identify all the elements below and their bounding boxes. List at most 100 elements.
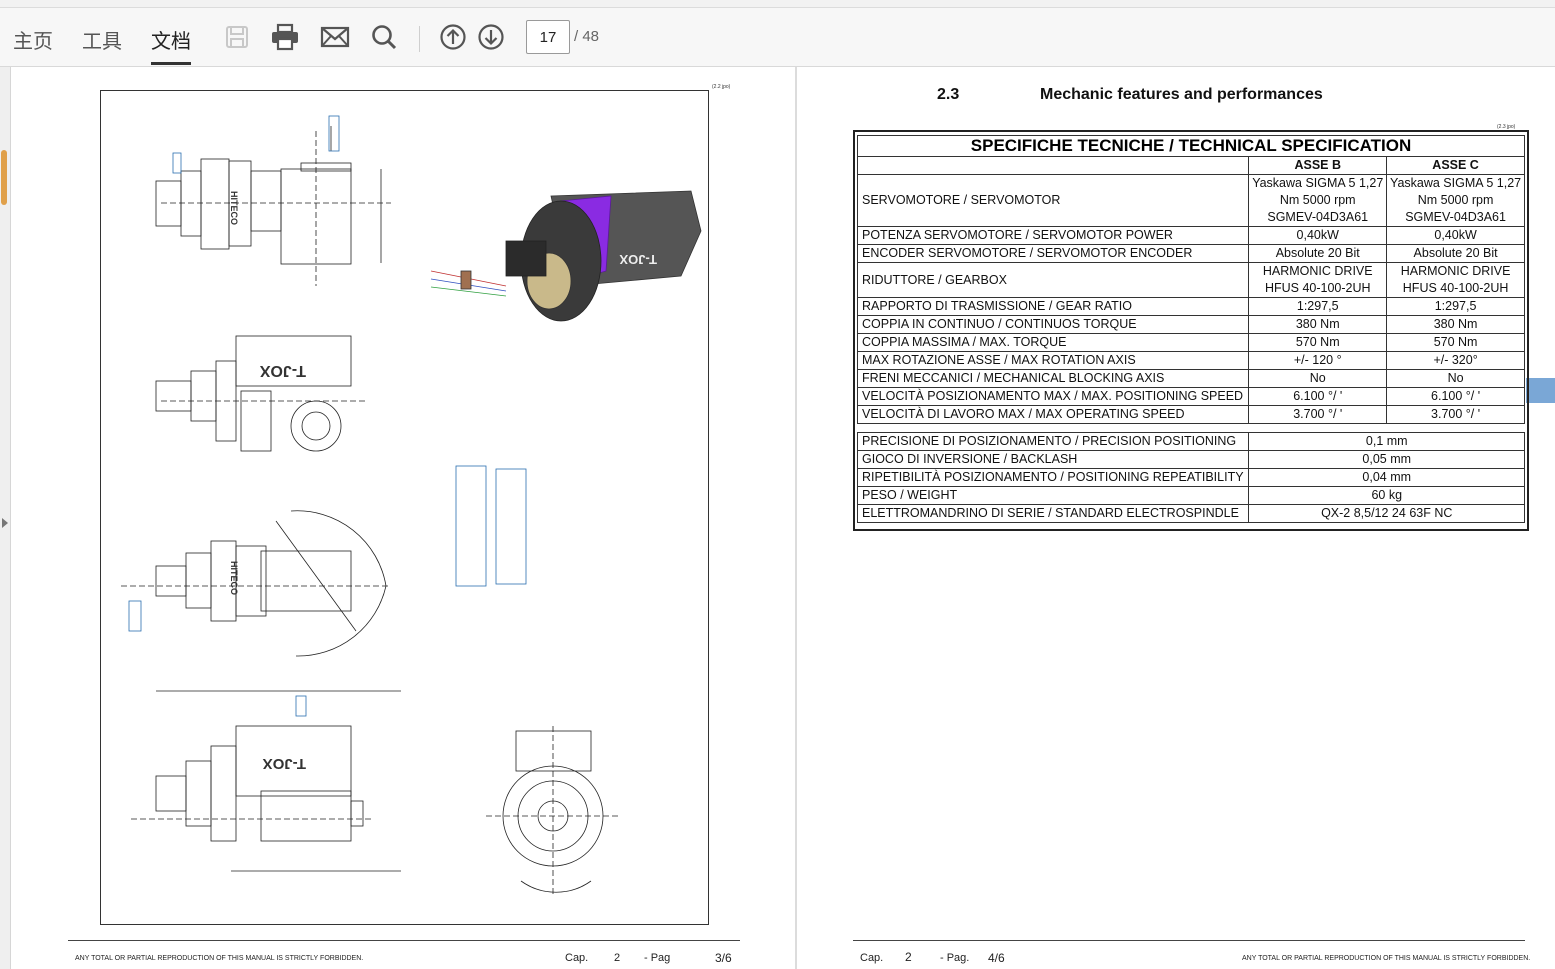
page-down-icon bbox=[478, 24, 504, 50]
toolbar-separator bbox=[419, 26, 420, 52]
spec-label: PRECISIONE DI POSIZIONAMENTO / PRECISION… bbox=[856, 432, 1250, 451]
print-button[interactable] bbox=[268, 20, 302, 54]
previous-page-button[interactable] bbox=[436, 20, 470, 54]
drawing-note-box bbox=[455, 465, 487, 587]
spec-label: MAX ROTAZIONE ASSE / MAX ROTATION AXIS bbox=[856, 351, 1250, 370]
spec-row: VELOCITÀ DI LAVORO MAX / MAX OPERATING S… bbox=[856, 405, 1525, 424]
spec-value-b: No bbox=[1248, 369, 1388, 388]
drawing-brand-label: T-JOX bbox=[619, 252, 657, 267]
right-footer-rule bbox=[853, 940, 1525, 941]
spec-label: RAPPORTO DI TRASMISSIONE / GEAR RATIO bbox=[856, 297, 1250, 316]
spec-label: RIPETIBILITÀ POSIZIONAMENTO / POSITIONIN… bbox=[856, 468, 1250, 487]
left-footer-rule bbox=[68, 940, 740, 941]
spec-value-line: SGMEV-04D3A61 bbox=[1405, 210, 1506, 224]
email-button[interactable] bbox=[318, 20, 352, 54]
left-footer-page: 3/6 bbox=[715, 951, 732, 965]
technical-spec-table: SPECIFICHE TECNICHE / TECHNICAL SPECIFIC… bbox=[853, 130, 1529, 531]
spec-table-secondary: PRECISIONE DI POSIZIONAMENTO / PRECISION… bbox=[856, 432, 1525, 523]
spec-row: VELOCITÀ POSIZIONAMENTO MAX / MAX. POSIT… bbox=[856, 387, 1525, 406]
spec-value-b: +/- 120 ° bbox=[1248, 351, 1388, 370]
side-scroll-thumb[interactable] bbox=[1, 150, 7, 205]
spec-col-b: ASSE B bbox=[1248, 156, 1388, 175]
spec-value-b: 0,40kW bbox=[1248, 226, 1388, 245]
spec-value-c: Absolute 20 Bit bbox=[1386, 244, 1525, 263]
spec-label: SERVOMOTORE / SERVOMOTOR bbox=[856, 174, 1250, 227]
spec-value-line: HFUS 40-100-2UH bbox=[1402, 281, 1509, 295]
spec-row: FRENI MECCANICI / MECHANICAL BLOCKING AX… bbox=[856, 369, 1525, 388]
search-button[interactable] bbox=[367, 20, 401, 54]
drawing-view-side bbox=[155, 115, 391, 286]
spec-row: MAX ROTAZIONE ASSE / MAX ROTATION AXIS+/… bbox=[856, 351, 1525, 370]
next-page-button[interactable] bbox=[474, 20, 508, 54]
spec-value-c: 6.100 °/ ' bbox=[1386, 387, 1525, 406]
tab-tools[interactable]: 工具 bbox=[82, 29, 122, 53]
section-title: Mechanic features and performances bbox=[1040, 86, 1323, 103]
spec-value-line: SGMEV-04D3A61 bbox=[1267, 210, 1369, 224]
spec-row: ENCODER SERVOMOTORE / SERVOMOTOR ENCODER… bbox=[856, 244, 1525, 263]
spec-label: FRENI MECCANICI / MECHANICAL BLOCKING AX… bbox=[856, 369, 1250, 388]
spec-row: ELETTROMANDRINO DI SERIE / STANDARD ELEC… bbox=[856, 504, 1525, 523]
spec-label: VELOCITÀ POSIZIONAMENTO MAX / MAX. POSIT… bbox=[856, 387, 1250, 406]
spec-value: QX-2 8,5/12 24 63F NC bbox=[1248, 504, 1525, 523]
technical-drawing-frame: T-JOX T-JOX T-JOX HITECO HITECO bbox=[100, 90, 709, 925]
spec-label: ENCODER SERVOMOTORE / SERVOMOTOR ENCODER bbox=[856, 244, 1250, 263]
spec-header-blank bbox=[856, 156, 1250, 175]
spec-value-line: HARMONIC DRIVE bbox=[1262, 264, 1373, 278]
save-icon bbox=[226, 26, 248, 48]
spec-col-c: ASSE C bbox=[1386, 156, 1525, 175]
menu-bar bbox=[0, 0, 1555, 8]
left-footer-disclaimer: ANY TOTAL OR PARTIAL REPRODUCTION OF THI… bbox=[75, 955, 364, 962]
section-number: 2.3 bbox=[937, 86, 960, 103]
right-footer-page: 4/6 bbox=[988, 951, 1005, 965]
spec-row: SERVOMOTORE / SERVOMOTOR Yaskawa SIGMA 5… bbox=[856, 174, 1525, 227]
spec-value-c: No bbox=[1386, 369, 1525, 388]
spec-label: ELETTROMANDRINO DI SERIE / STANDARD ELEC… bbox=[856, 504, 1250, 523]
mail-icon bbox=[320, 26, 350, 48]
spec-value-b: 570 Nm bbox=[1248, 333, 1388, 352]
spec-value-c: 570 Nm bbox=[1386, 333, 1525, 352]
spec-table-title: SPECIFICHE TECNICHE / TECHNICAL SPECIFIC… bbox=[857, 135, 1525, 157]
spec-label: COPPIA IN CONTINUO / CONTINUOS TORQUE bbox=[856, 315, 1250, 334]
spec-value-b: Absolute 20 Bit bbox=[1248, 244, 1388, 263]
spec-label: POTENZA SERVOMOTORE / SERVOMOTOR POWER bbox=[856, 226, 1250, 245]
drawing-3d-render bbox=[430, 190, 702, 322]
spec-value-b: 3.700 °/ ' bbox=[1248, 405, 1388, 424]
side-tab-button[interactable] bbox=[1526, 378, 1555, 403]
tab-home[interactable]: 主页 bbox=[13, 29, 53, 53]
tab-document[interactable]: 文档 bbox=[151, 29, 191, 53]
drawing-brand-label: T-JOX bbox=[259, 362, 306, 379]
expand-panel-arrow-icon[interactable] bbox=[2, 518, 8, 528]
drawing-view-front bbox=[131, 690, 401, 872]
left-footer-pag-label: - Pag bbox=[644, 952, 671, 964]
spec-label: GIOCO DI INVERSIONE / BACKLASH bbox=[856, 450, 1250, 469]
technical-drawing: T-JOX T-JOX T-JOX HITECO HITECO bbox=[121, 115, 702, 896]
spec-value-line: Nm 5000 rpm bbox=[1279, 193, 1356, 207]
page-number-input[interactable]: 17 bbox=[526, 20, 570, 54]
spec-table-main: ASSE B ASSE C SERVOMOTORE / SERVOMOTOR Y… bbox=[856, 156, 1525, 424]
save-button[interactable] bbox=[220, 20, 254, 54]
drawing-view-top bbox=[155, 335, 366, 452]
drawing-view-end bbox=[486, 726, 621, 896]
left-ref-tag: (2.2 jpo) bbox=[712, 84, 731, 90]
spec-row: PRECISIONE DI POSIZIONAMENTO / PRECISION… bbox=[856, 432, 1525, 451]
spec-value: 0,04 mm bbox=[1248, 468, 1525, 487]
right-footer-cap-label: Cap. bbox=[860, 952, 884, 964]
drawing-motor-brand-label: HITECO bbox=[229, 191, 239, 225]
drawing-view-rotation bbox=[121, 510, 391, 657]
spec-header-row: ASSE B ASSE C bbox=[856, 156, 1525, 175]
spec-label: VELOCITÀ DI LAVORO MAX / MAX OPERATING S… bbox=[856, 405, 1250, 424]
page-up-icon bbox=[440, 24, 466, 50]
spec-value-line: Yaskawa SIGMA 5 1,27 bbox=[1252, 176, 1384, 190]
drawing-brand-label: T-JOX bbox=[263, 755, 306, 772]
spec-value-b: 6.100 °/ ' bbox=[1248, 387, 1388, 406]
page-total: / 48 bbox=[574, 28, 600, 45]
